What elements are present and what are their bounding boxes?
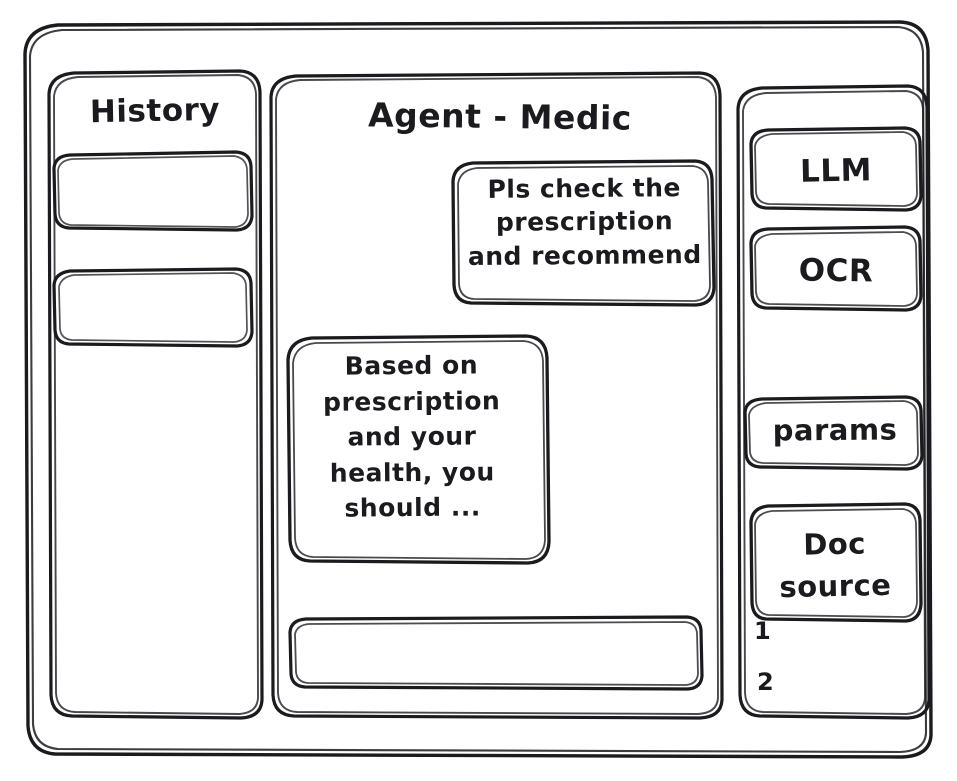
history-item-2[interactable] bbox=[54, 269, 252, 346]
page-title: Agent - Medic bbox=[367, 95, 633, 138]
tool-params-button[interactable] bbox=[745, 397, 922, 469]
tool-doc-source-frame bbox=[749, 502, 923, 623]
assistant-message-bubble bbox=[288, 336, 549, 563]
user-message-bubble bbox=[453, 161, 714, 305]
assistant-message-bubble-frame bbox=[286, 334, 551, 565]
history-item-1-frame bbox=[52, 150, 254, 232]
tool-llm-button[interactable] bbox=[751, 128, 921, 210]
history-panel-title: History bbox=[89, 91, 221, 131]
doc-source-list-item[interactable]: 1 bbox=[754, 617, 771, 645]
message-input[interactable] bbox=[290, 617, 702, 689]
tool-llm-frame bbox=[749, 126, 923, 212]
tool-ocr-button[interactable] bbox=[751, 227, 921, 310]
history-item-2-frame bbox=[52, 267, 254, 348]
tool-ocr-frame bbox=[749, 225, 923, 312]
app-window-frame bbox=[23, 20, 933, 759]
history-panel-frame bbox=[47, 69, 264, 720]
tool-params-frame bbox=[743, 395, 924, 471]
tools-panel-frame bbox=[736, 84, 931, 720]
tool-doc-source-button[interactable] bbox=[751, 504, 921, 621]
user-message-bubble-frame bbox=[451, 159, 716, 307]
main-panel-frame bbox=[269, 71, 724, 720]
doc-source-list-item[interactable]: 2 bbox=[757, 668, 774, 696]
composer-frame bbox=[288, 615, 704, 691]
history-item-1[interactable] bbox=[54, 152, 252, 230]
